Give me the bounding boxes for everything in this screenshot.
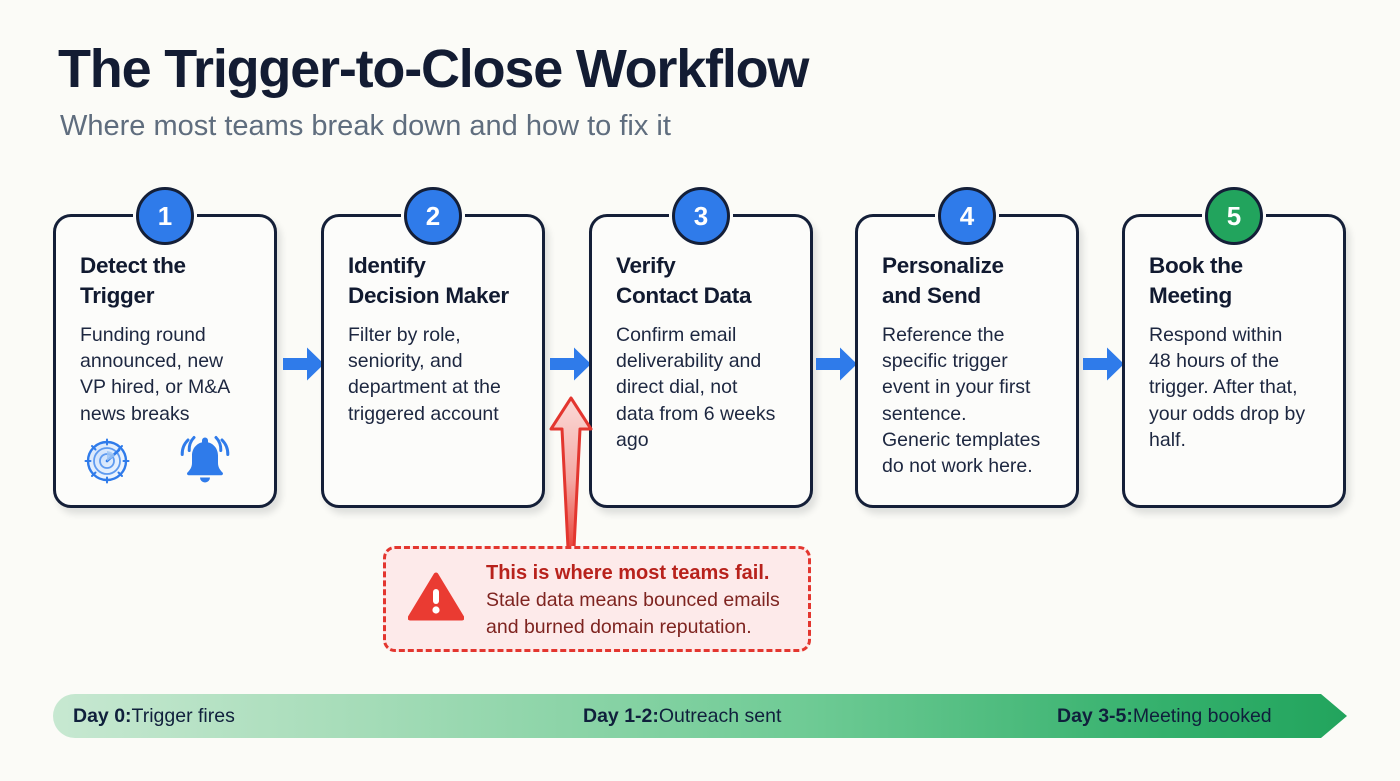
step-icons-1 (82, 434, 234, 491)
step-title-4: Personalize and Send (882, 253, 1004, 308)
step-badge-1: 1 (136, 187, 194, 245)
timeline-text-day1-2: Outreach sent (658, 704, 782, 727)
alert-heading: This is where most teams fail. (486, 561, 770, 584)
radar-icon (82, 436, 132, 491)
step-title-5: Book the Meeting (1149, 253, 1243, 308)
step-number-4: 4 (959, 200, 975, 231)
alert-body: Stale data means bounced emails and burn… (486, 589, 780, 638)
arrow-step4-to-step5 (1083, 345, 1125, 383)
step-badge-3: 3 (672, 187, 730, 245)
page-title: The Trigger-to-Close Workflow (58, 39, 809, 99)
step-body-4: Reference the specific trigger event in … (882, 323, 1041, 477)
page-subtitle: Where most teams break down and how to f… (60, 110, 671, 142)
step-card-4[interactable]: 4 Personalize and Send Reference the spe… (855, 187, 1079, 508)
step-number-2: 2 (425, 200, 441, 231)
timeline-bar (53, 694, 1347, 738)
timeline-text-day0: Trigger fires (131, 704, 235, 727)
step-title-1: Detect the Trigger (80, 253, 186, 308)
step-content-5: Book the Meeting Respond within 48 hours… (1125, 217, 1343, 505)
step-content-4: Personalize and Send Reference the speci… (858, 217, 1076, 505)
timeline-label-day1-2: Day 1-2: (583, 704, 659, 727)
alert-callout: This is where most teams fail. Stale dat… (383, 546, 811, 652)
step-number-1: 1 (157, 200, 173, 231)
step-card-1[interactable]: 1 Detect the Trigger Funding round annou… (53, 187, 277, 508)
step-card-3[interactable]: 3 Verify Contact Data Confirm email deli… (589, 187, 813, 508)
step-card-2[interactable]: 2 Identify Decision Maker Filter by role… (321, 187, 545, 508)
timeline-item-day0: Day 0: Trigger fires (73, 694, 235, 738)
step-title-2: Identify Decision Maker (348, 253, 509, 308)
step-badge-5: 5 (1205, 187, 1263, 245)
step-card-5[interactable]: 5 Book the Meeting Respond within 48 hou… (1122, 187, 1346, 508)
timeline-text-day3-5: Meeting booked (1132, 704, 1272, 727)
step-badge-2: 2 (404, 187, 462, 245)
step-body-5: Respond within 48 hours of the trigger. … (1149, 323, 1306, 451)
timeline-item-day1-2: Day 1-2: Outreach sent (583, 694, 781, 738)
step-content-1: Detect the Trigger Funding round announc… (56, 217, 274, 505)
arrow-step3-to-step4 (816, 345, 858, 383)
arrow-step2-to-step3 (550, 345, 592, 383)
alert-text-block: This is where most teams fail. Stale dat… (486, 558, 780, 640)
step-content-3: Verify Contact Data Confirm email delive… (592, 217, 810, 505)
timeline-label-day3-5: Day 3-5: (1057, 704, 1133, 727)
arrow-step1-to-step2 (283, 345, 325, 383)
timeline-label-day0: Day 0: (73, 704, 132, 727)
timeline: Day 0: Trigger fires Day 1-2: Outreach s… (53, 694, 1347, 738)
step-badge-4: 4 (938, 187, 996, 245)
step-number-5: 5 (1226, 200, 1242, 231)
alert-pointer-arrow-icon (540, 396, 602, 550)
step-number-3: 3 (693, 200, 709, 231)
bell-ringing-icon (176, 434, 234, 491)
step-body-2: Filter by role, seniority, and departmen… (348, 323, 501, 425)
step-title-3: Verify Contact Data (616, 253, 752, 308)
warning-triangle-icon (407, 572, 465, 627)
step-content-2: Identify Decision Maker Filter by role, … (324, 217, 542, 505)
timeline-item-day3-5: Day 3-5: Meeting booked (1057, 694, 1272, 738)
step-body-3: Confirm email deliverability and direct … (616, 323, 776, 451)
step-body-1: Funding round announced, new VP hired, o… (80, 323, 231, 425)
